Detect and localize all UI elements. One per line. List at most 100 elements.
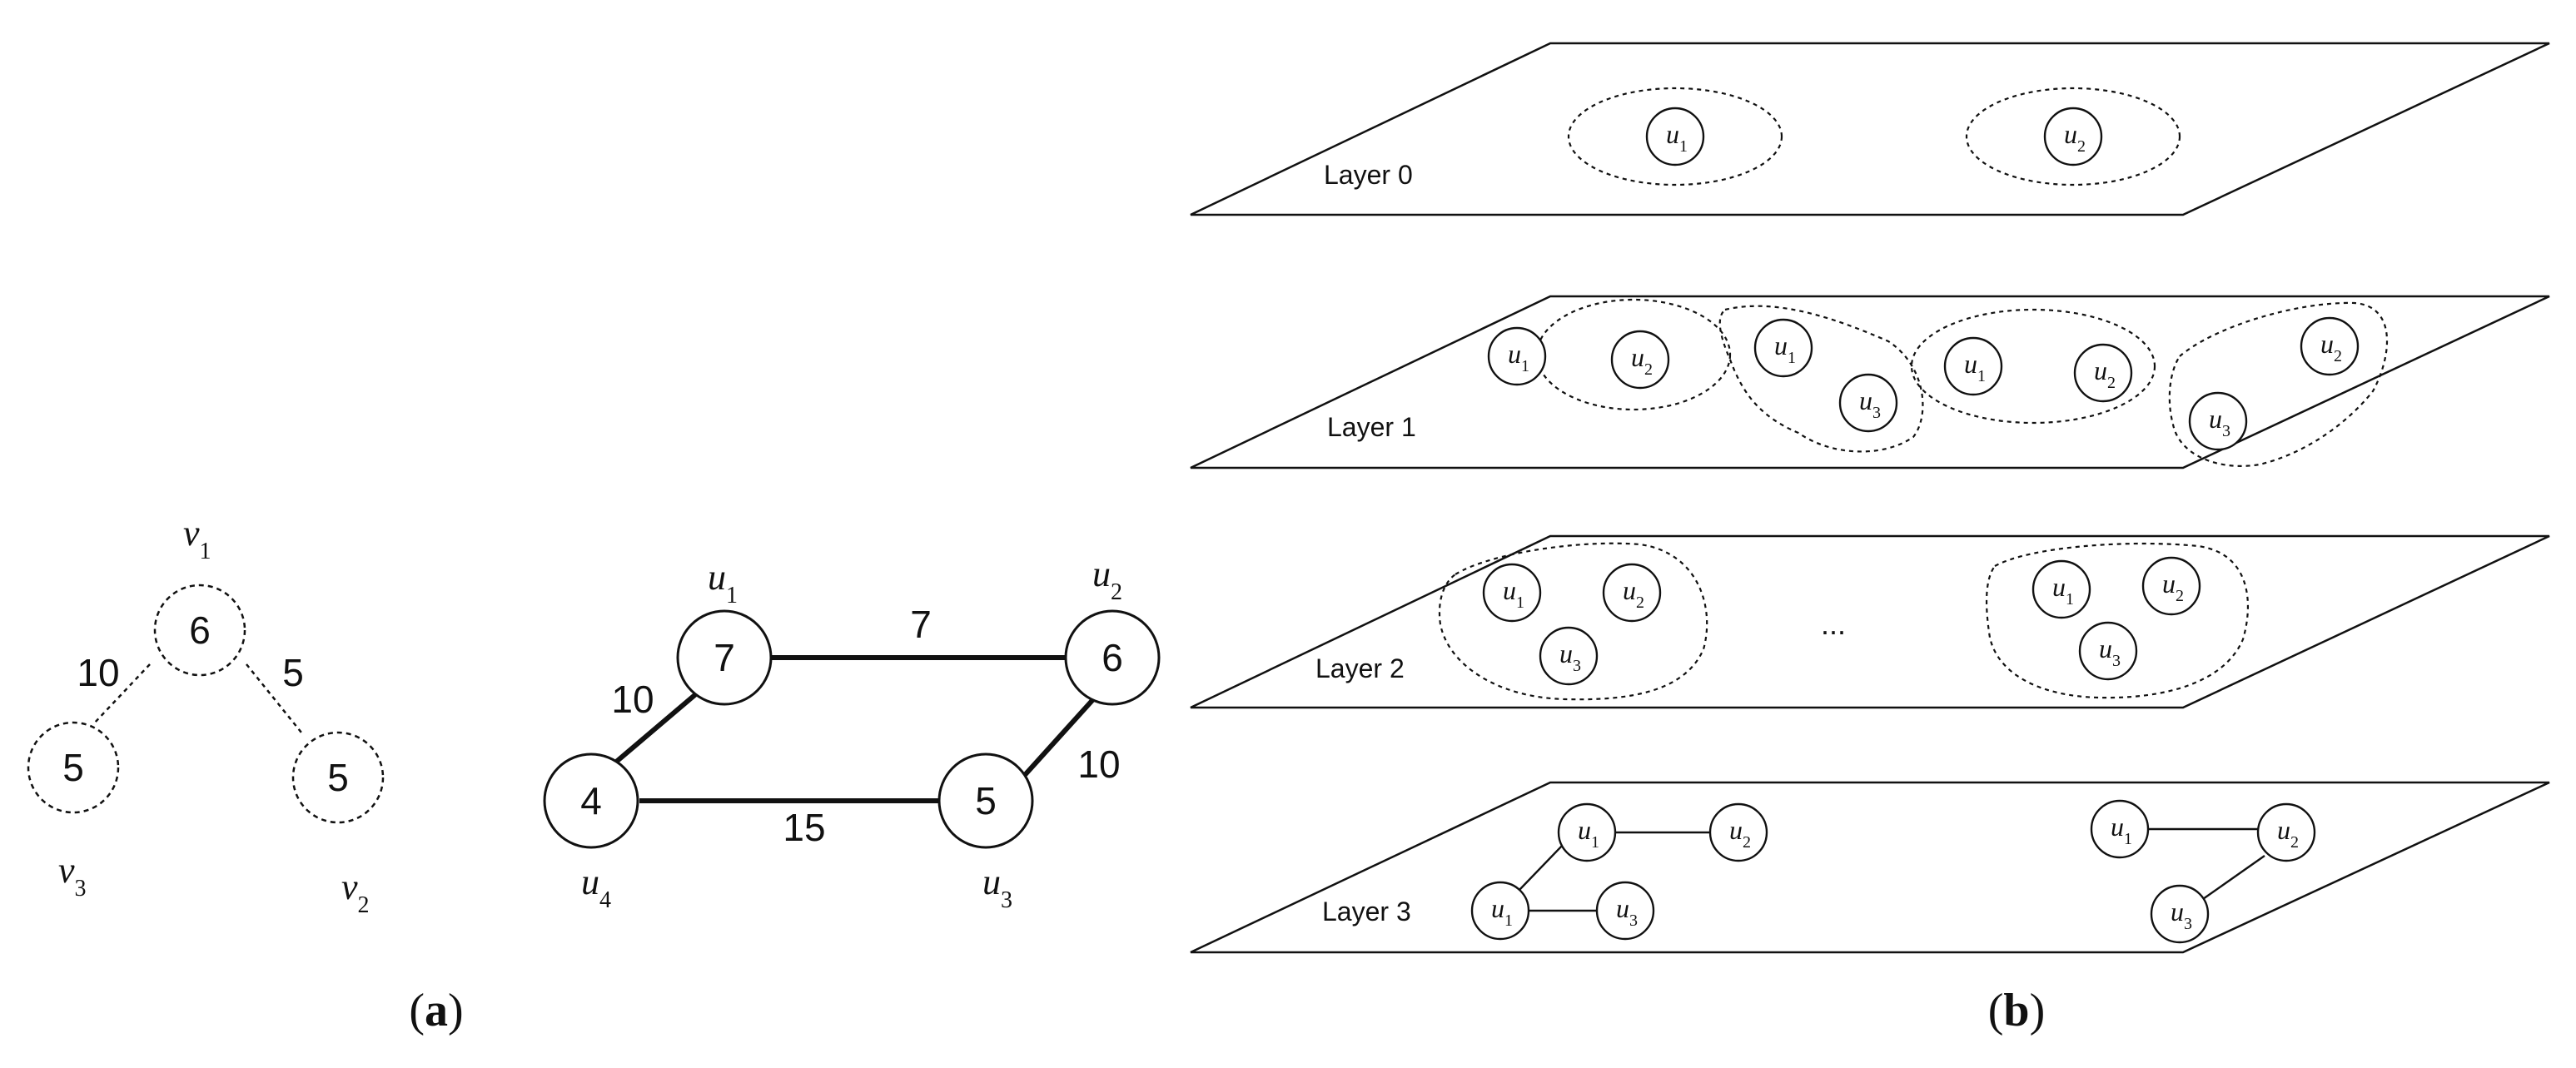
panel-a: 10 5 6 5 5 v1 v3 v2 7 10 — [27, 513, 1161, 1036]
query-node-v1: 6 — [153, 584, 246, 677]
svg-text:u3: u3 — [2171, 897, 2192, 933]
node-label-u3: u3 — [982, 862, 1012, 913]
node-u1: u1 — [1470, 881, 1530, 941]
data-node-u4: 4 — [543, 753, 639, 849]
group-hull — [1567, 87, 1783, 186]
query-node-v3: 5 — [27, 721, 120, 814]
node-u2: u2 — [2043, 107, 2103, 166]
layer-label: Layer 3 — [1322, 897, 1411, 926]
layer-3: Layer 3 u1 u2 u1 u3 u1 u2 u3 — [1190, 781, 2550, 954]
node-u3: u3 — [1539, 626, 1599, 686]
query-graph: 10 5 6 5 5 v1 v3 v2 — [27, 513, 385, 918]
group-hull — [1910, 308, 2156, 425]
edge — [1518, 843, 1564, 892]
group-hull — [1718, 305, 1924, 453]
svg-text:u1: u1 — [1964, 349, 1986, 385]
node-label-u1: u1 — [708, 557, 738, 609]
ellipsis: ... — [1821, 607, 1846, 641]
svg-text:u3: u3 — [2209, 404, 2230, 440]
node-label-u4: u4 — [581, 862, 611, 913]
layer-label: Layer 1 — [1327, 412, 1416, 442]
svg-text:u2: u2 — [1729, 815, 1751, 852]
node-u2: u2 — [2073, 343, 2133, 403]
group-hull — [1438, 542, 1708, 701]
layer-plane — [1190, 781, 2550, 954]
query-node-v2: 5 — [291, 731, 385, 824]
node-value: 5 — [62, 746, 84, 789]
layer-label: Layer 2 — [1315, 653, 1405, 683]
panel-b: Layer 0 u1 u2 Layer 1 u1 u2 u1 u3 u — [1190, 42, 2550, 1036]
svg-text:u1: u1 — [1503, 575, 1524, 612]
node-label-v2: v2 — [341, 867, 370, 918]
group-hull — [2168, 301, 2389, 467]
node-u2: u2 — [1602, 563, 1662, 623]
query-edge-weight: 5 — [282, 651, 304, 694]
svg-text:u2: u2 — [2277, 815, 2299, 852]
node-u1: u1 — [2031, 559, 2091, 619]
svg-text:u1: u1 — [2111, 812, 2132, 848]
node-u1: u1 — [1753, 318, 1813, 378]
node-value: 6 — [189, 609, 211, 652]
node-u1: u1 — [1943, 336, 2003, 396]
node-label-v3: v3 — [58, 850, 87, 902]
node-u2: u2 — [1610, 330, 1670, 390]
data-edge-weight: 7 — [910, 603, 932, 646]
node-u1: u1 — [1557, 802, 1617, 862]
layer-2: Layer 2 u1 u2 u3 ... u1 u2 u3 — [1190, 534, 2550, 709]
node-label-u2: u2 — [1092, 554, 1122, 605]
layer-plane — [1190, 42, 2550, 216]
svg-text:u2: u2 — [2162, 569, 2184, 605]
query-edge-v1-v3 — [92, 663, 151, 725]
node-u1: u1 — [1482, 563, 1542, 623]
node-u2: u2 — [2141, 556, 2201, 616]
data-edge-weight: 10 — [1077, 743, 1120, 786]
node-u3: u3 — [2078, 621, 2138, 681]
svg-text:u1: u1 — [1508, 339, 1529, 375]
query-edge-weight: 10 — [77, 651, 119, 694]
node-u1: u1 — [2090, 799, 2150, 859]
svg-text:u3: u3 — [1616, 893, 1638, 930]
svg-text:u1: u1 — [1666, 119, 1688, 156]
group-hull — [1985, 542, 2249, 699]
svg-text:u1: u1 — [1491, 893, 1513, 930]
node-value: 6 — [1102, 636, 1123, 679]
svg-text:u1: u1 — [1578, 815, 1599, 852]
svg-text:u1: u1 — [1774, 330, 1796, 367]
node-value: 7 — [714, 636, 735, 679]
data-node-u1: 7 — [676, 609, 773, 706]
svg-text:u1: u1 — [2052, 572, 2074, 609]
node-value: 5 — [327, 756, 349, 799]
node-u3: u3 — [2150, 884, 2210, 944]
svg-text:u2: u2 — [2320, 329, 2342, 365]
svg-text:u2: u2 — [1623, 575, 1644, 612]
layer-label: Layer 0 — [1324, 160, 1413, 190]
caption-b: (b) — [1988, 985, 2045, 1036]
node-u2: u2 — [2256, 802, 2316, 862]
group-hull — [1965, 87, 2181, 186]
node-u2: u2 — [1708, 802, 1768, 862]
data-edge-weight: 10 — [611, 678, 654, 721]
node-u3: u3 — [1838, 373, 1898, 433]
svg-text:u3: u3 — [1859, 385, 1881, 422]
svg-text:u2: u2 — [2064, 119, 2086, 156]
svg-text:u2: u2 — [1631, 342, 1653, 379]
data-node-u3: 5 — [937, 753, 1034, 849]
caption-a: (a) — [409, 985, 463, 1036]
svg-text:u3: u3 — [2099, 633, 2121, 670]
layer-1: Layer 1 u1 u2 u1 u3 u1 u2 u2 u3 — [1190, 295, 2550, 469]
svg-text:u3: u3 — [1559, 638, 1581, 675]
data-edge-weight: 15 — [783, 806, 825, 849]
node-label-v1: v1 — [183, 513, 211, 564]
data-edge-u2-u3 — [1022, 695, 1097, 778]
query-edge-v1-v2 — [246, 663, 302, 733]
node-u1: u1 — [1645, 107, 1705, 166]
node-value: 4 — [580, 779, 602, 822]
node-value: 5 — [975, 779, 997, 822]
layer-0: Layer 0 u1 u2 — [1190, 42, 2550, 216]
edge — [2202, 855, 2265, 900]
svg-text:u2: u2 — [2094, 355, 2116, 392]
data-node-u2: 6 — [1064, 609, 1161, 706]
node-u3: u3 — [1595, 881, 1655, 941]
node-u1: u1 — [1487, 326, 1547, 386]
